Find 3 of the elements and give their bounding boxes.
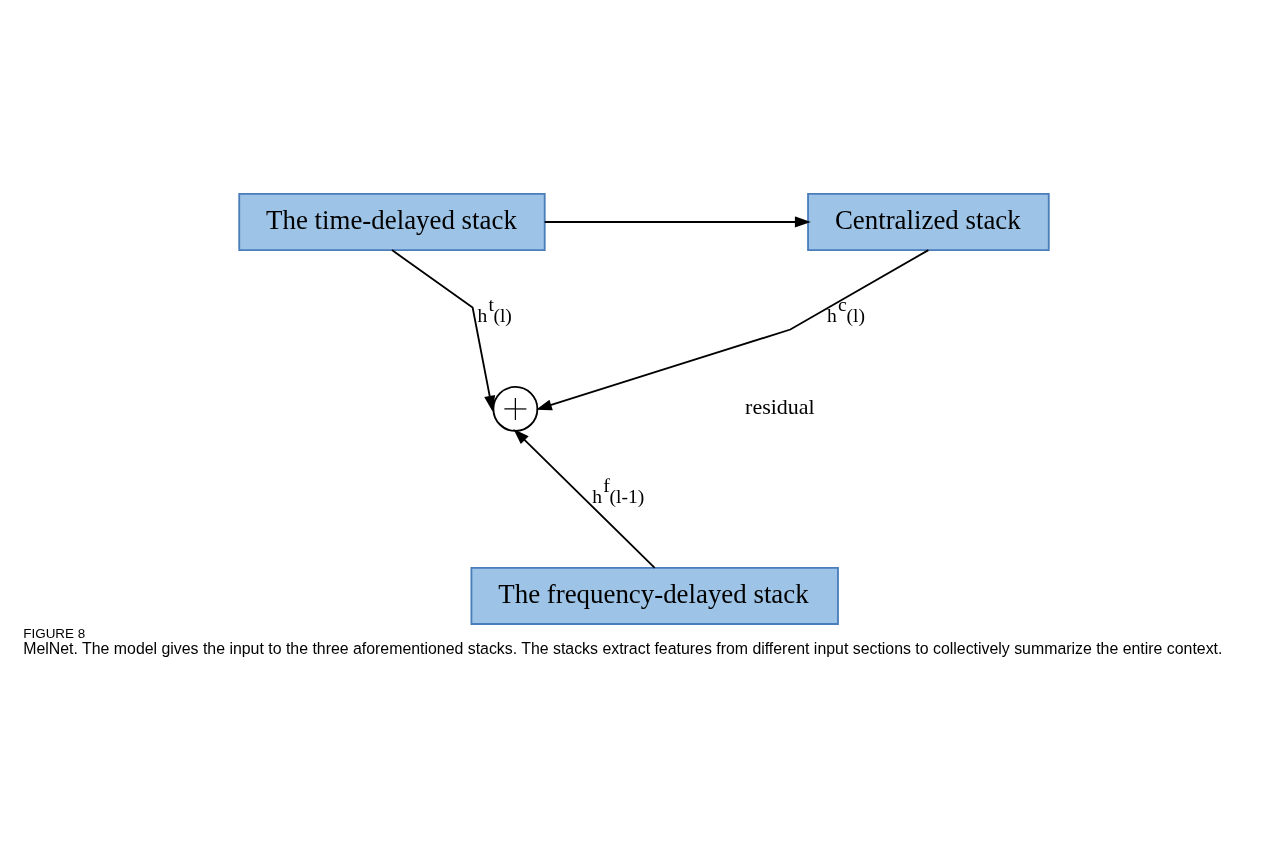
caption: MelNet. The model gives the input to the three aforementioned stacks. The stacks extract features from different input sections to collectively summarize the entire context.	[23, 639, 1223, 657]
label: residual	[745, 394, 815, 420]
diagram-title: FIGURE 8	[23, 626, 86, 642]
